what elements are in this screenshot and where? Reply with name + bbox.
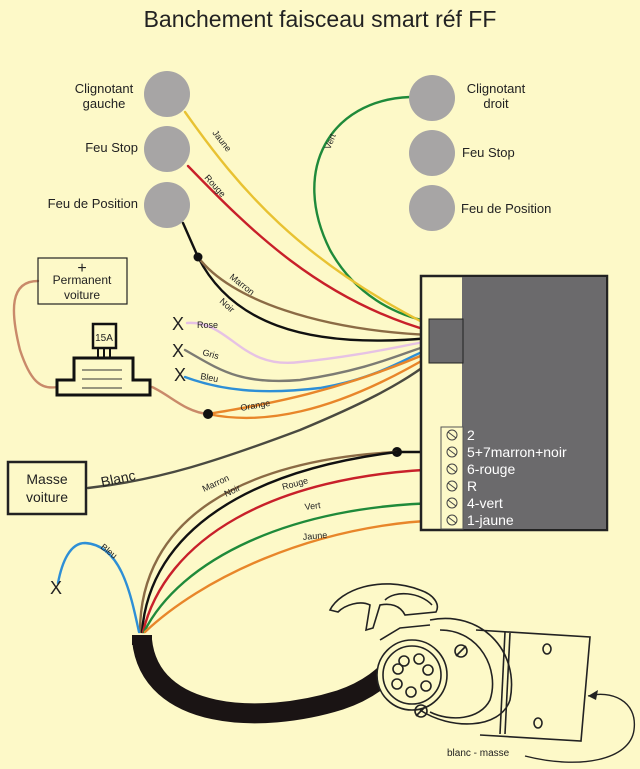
lamp-right-label: Feu Stop <box>462 145 515 160</box>
wire-rose <box>185 321 432 365</box>
terminal-screw-icon <box>446 463 458 475</box>
wire-bottom-bleu <box>56 541 141 634</box>
terminal-screw-slot <box>447 516 457 524</box>
label-gris: Gris <box>201 347 220 361</box>
label-vert: Vert <box>323 132 338 151</box>
wire-marron <box>196 255 432 337</box>
wire-bottom-jaune <box>143 518 445 634</box>
terminal: 2 <box>446 427 475 443</box>
wire-jaune <box>183 110 432 328</box>
wire-bleu <box>183 347 432 393</box>
wire-bottom-vert <box>142 501 445 634</box>
wire-permanent <box>12 279 59 389</box>
label-orange: Orange <box>240 398 271 413</box>
terminal-screw-slot <box>447 431 457 439</box>
label-bleu: Bleu <box>200 371 219 384</box>
wire-bottom-marron <box>138 450 399 634</box>
lamp-left-label: Feu de Position <box>48 196 138 211</box>
wire-orange <box>206 350 432 416</box>
trailer-cable <box>132 638 403 724</box>
fuse-holder <box>55 322 152 397</box>
terminal-label: 6-rouge <box>467 461 515 477</box>
lamp-right-label: Clignotant <box>467 81 526 96</box>
fuse-rating: 15A <box>95 333 113 344</box>
wire-orange-2 <box>206 354 432 420</box>
trailer-socket <box>328 583 591 742</box>
terminal: 6-rouge <box>446 461 515 477</box>
wire-rouge <box>186 164 432 333</box>
terminal-label: 4-vert <box>467 495 503 511</box>
terminal-screw-slot <box>447 499 457 507</box>
wire-bottom-noir <box>140 450 399 634</box>
lamp-right-clignotant <box>409 75 455 121</box>
terminal-screw-icon <box>446 429 458 441</box>
terminal-label: 1-jaune <box>467 512 514 528</box>
masse-box <box>6 460 88 516</box>
label-bottom-bleu: Bleu <box>99 542 119 561</box>
terminal-screw-icon <box>446 514 458 526</box>
terminal: R <box>446 478 477 494</box>
terminal-screw-slot <box>447 465 457 473</box>
diagram-title: Banchement faisceau smart réf FF <box>144 6 497 32</box>
ground-note: blanc - masse <box>447 748 510 759</box>
lamp-left-label-2: gauche <box>83 96 126 111</box>
wire-gris <box>183 343 432 383</box>
lamp-left-position <box>144 182 190 228</box>
terminal-screw-icon <box>446 446 458 458</box>
plus-symbol: + <box>77 260 86 277</box>
masse-label: Masse <box>26 471 67 487</box>
ground-arrowhead <box>588 690 598 700</box>
terminal-screw-slot <box>447 448 457 456</box>
wire-vert <box>313 95 432 324</box>
terminal: 1-jaune <box>446 512 514 528</box>
label-blanc: Blanc <box>99 467 137 490</box>
label-noir: Noir <box>218 296 237 314</box>
masse-label-2: voiture <box>26 489 68 505</box>
terminal-screw-icon <box>446 480 458 492</box>
wire-bottom-rouge <box>141 467 445 634</box>
label-bottom-jaune: Jaune <box>302 530 327 542</box>
unused-marker-bleu: X <box>174 365 186 385</box>
permanent-label: Permanent <box>53 273 112 287</box>
terminal: 5+7marron+noir <box>446 444 567 460</box>
terminal: 4-vert <box>446 495 503 511</box>
junction-dot <box>193 252 203 262</box>
permanent-box <box>37 257 128 305</box>
label-bottom-vert: Vert <box>304 500 322 512</box>
wire-fuse-out <box>150 385 210 416</box>
terminal-label: 5+7marron+noir <box>467 444 567 460</box>
terminal-screw-icon <box>446 497 458 509</box>
terminal-label: 2 <box>467 427 475 443</box>
lamp-right-stop <box>409 130 455 176</box>
lamp-left-stop <box>144 126 190 172</box>
lamp-left-label: Clignotant <box>75 81 134 96</box>
permanent-label-2: voiture <box>64 288 100 302</box>
terminal-label: R <box>467 478 477 494</box>
label-rose: Rose <box>197 320 218 330</box>
unused-marker-rose: X <box>172 314 184 334</box>
unused-marker-gris: X <box>172 341 184 361</box>
wire-noir <box>181 221 432 342</box>
wire-blanc <box>86 360 432 490</box>
smart-module <box>419 274 609 532</box>
lamp-right-label: Feu de Position <box>461 201 551 216</box>
cable-end <box>132 635 152 645</box>
junction-dot <box>203 409 213 419</box>
terminal-screw-slot <box>447 482 457 490</box>
lamp-left-label: Feu Stop <box>85 140 138 155</box>
lamp-left-clignotant <box>144 71 190 117</box>
unused-marker-bleu-bottom: X <box>50 578 62 598</box>
lamp-right-position <box>409 185 455 231</box>
lamp-right-label-2: droit <box>483 96 509 111</box>
ground-arrow <box>524 693 635 763</box>
